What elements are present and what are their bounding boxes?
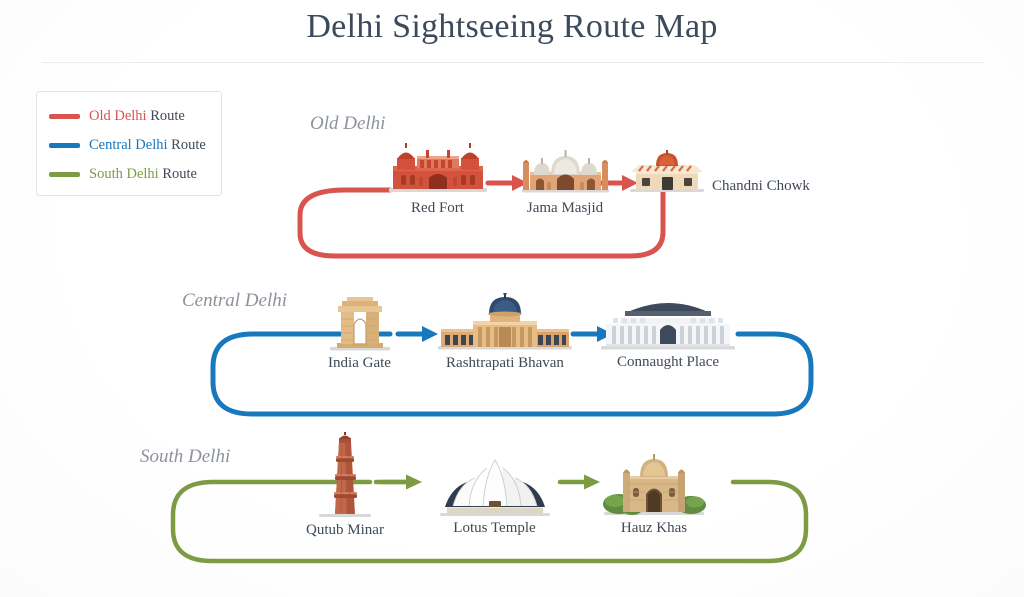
- route-section-old-delhi: Old Delhi: [0, 0, 1024, 270]
- route-line-swatch: [49, 143, 80, 148]
- legend-route-name: Central Delhi: [89, 137, 168, 153]
- page-title: Delhi Sightseeing Route Map: [306, 8, 718, 45]
- stop-label: India Gate: [328, 355, 391, 371]
- lotus-temple-icon: [439, 459, 550, 516]
- stop-hauz-khas[interactable]: Hauz Khas: [598, 452, 710, 537]
- chandni-chowk-icon: [630, 150, 704, 192]
- legend-route-name: South Delhi: [89, 166, 159, 182]
- route-arrow-south-delhi-2: [557, 474, 600, 490]
- india-gate-icon: [329, 297, 390, 351]
- route-arrow-central-delhi-2: [570, 326, 613, 342]
- legend-item-central-delhi[interactable]: Central Delhi Route: [37, 131, 221, 160]
- stop-label: Red Fort: [411, 200, 464, 216]
- stop-jama-masjid[interactable]: Jama Masjid: [505, 148, 625, 217]
- stop-india-gate[interactable]: India Gate: [307, 297, 412, 372]
- stop-connaught-place[interactable]: Connaught Place: [598, 292, 738, 371]
- legend: Old Delhi Route Central Delhi Route Sout…: [36, 91, 222, 196]
- stop-label: Lotus Temple: [453, 520, 536, 536]
- route-arrow-south-delhi-1: [379, 474, 422, 490]
- route-section-south-delhi: South Delhi: [0, 430, 1024, 597]
- legend-item-label: Old Delhi Route: [89, 108, 185, 125]
- route-path-old-delhi: [297, 187, 666, 259]
- title-divider: [42, 62, 984, 63]
- connaught-place-icon: [601, 303, 735, 350]
- legend-route-suffix: Route: [158, 166, 197, 182]
- stop-label: Connaught Place: [616, 354, 720, 370]
- section-label-south-delhi: South Delhi: [140, 446, 231, 467]
- stop-label: Hauz Khas: [620, 520, 688, 536]
- stop-label: Qutub Minar: [306, 522, 384, 538]
- legend-item-label: Central Delhi Route: [89, 137, 206, 154]
- legend-route-suffix: Route: [167, 137, 206, 153]
- rashtrapati-bhavan-icon: [438, 293, 572, 350]
- route-line-swatch: [49, 114, 80, 119]
- legend-route-suffix: Route: [146, 108, 185, 124]
- stop-qutub-minar[interactable]: Qutub Minar: [295, 432, 395, 539]
- legend-route-name: Old Delhi: [89, 108, 147, 124]
- section-label-old-delhi: Old Delhi: [310, 113, 386, 134]
- legend-item-south-delhi[interactable]: South Delhi Route: [37, 160, 221, 189]
- stop-label: Chandni Chowk: [712, 178, 810, 194]
- red-fort-icon: [388, 143, 487, 192]
- route-arrow-old-delhi-1: [485, 175, 528, 191]
- hauz-khas-icon: [603, 454, 706, 515]
- stop-label: Rashtrapati Bhavan: [446, 355, 564, 371]
- route-section-central-delhi: Central Delhi: [0, 270, 1024, 430]
- route-arrow-central-delhi-1: [395, 326, 438, 342]
- stop-lotus-temple[interactable]: Lotus Temple: [432, 456, 557, 537]
- stop-label: Jama Masjid: [526, 200, 604, 216]
- jama-masjid-icon: [521, 150, 609, 193]
- stop-rashtrapati-bhavan[interactable]: Rashtrapati Bhavan: [430, 293, 580, 372]
- legend-item-old-delhi[interactable]: Old Delhi Route: [37, 102, 221, 131]
- section-label-central-delhi: Central Delhi: [182, 290, 288, 311]
- qutub-minar-icon: [319, 432, 371, 517]
- legend-item-label: South Delhi Route: [89, 166, 197, 183]
- stop-red-fort[interactable]: Red Fort: [370, 142, 505, 217]
- stop-chandni-chowk[interactable]: Chandni Chowk: [626, 150, 810, 195]
- route-path-central-delhi: [210, 331, 814, 417]
- route-line-swatch: [49, 172, 80, 177]
